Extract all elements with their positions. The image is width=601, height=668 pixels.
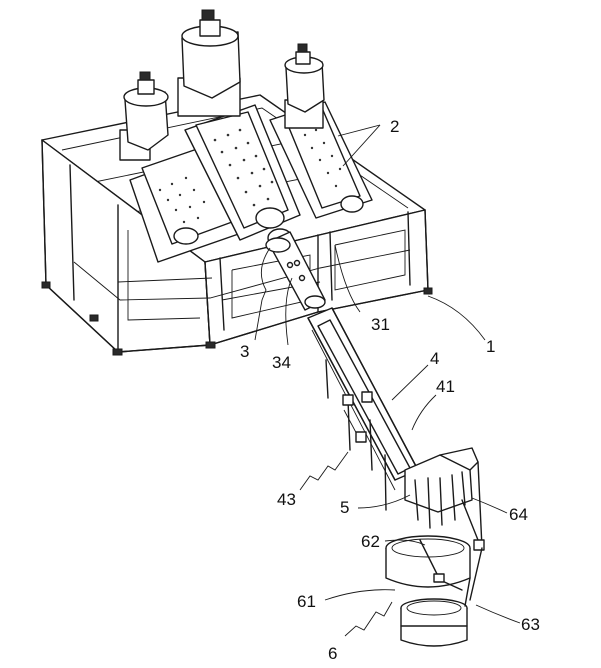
label-2: 2: [390, 117, 399, 136]
extruder-center: [177, 9, 301, 248]
label-3: 3: [240, 342, 249, 361]
label-31: 31: [371, 315, 390, 334]
label-41: 41: [436, 377, 455, 396]
label-64: 64: [509, 505, 528, 524]
extruder-right: [269, 43, 373, 219]
label-62: 62: [361, 532, 380, 551]
cutting-station: [404, 447, 485, 551]
cooling-conveyor: [307, 307, 419, 511]
leader-lines: [254, 124, 521, 637]
label-61: 61: [297, 592, 316, 611]
reference-labels: 2 1 31 3 34 4 41 43 5 64 62 61 63 6: [240, 117, 540, 663]
label-1: 1: [486, 337, 495, 356]
collection-unit: [385, 535, 483, 647]
label-5: 5: [340, 498, 349, 517]
label-6: 6: [328, 644, 337, 663]
label-4: 4: [430, 349, 439, 368]
label-34: 34: [272, 353, 291, 372]
transfer-pipe: [265, 231, 326, 311]
label-43: 43: [277, 490, 296, 509]
label-63: 63: [521, 615, 540, 634]
